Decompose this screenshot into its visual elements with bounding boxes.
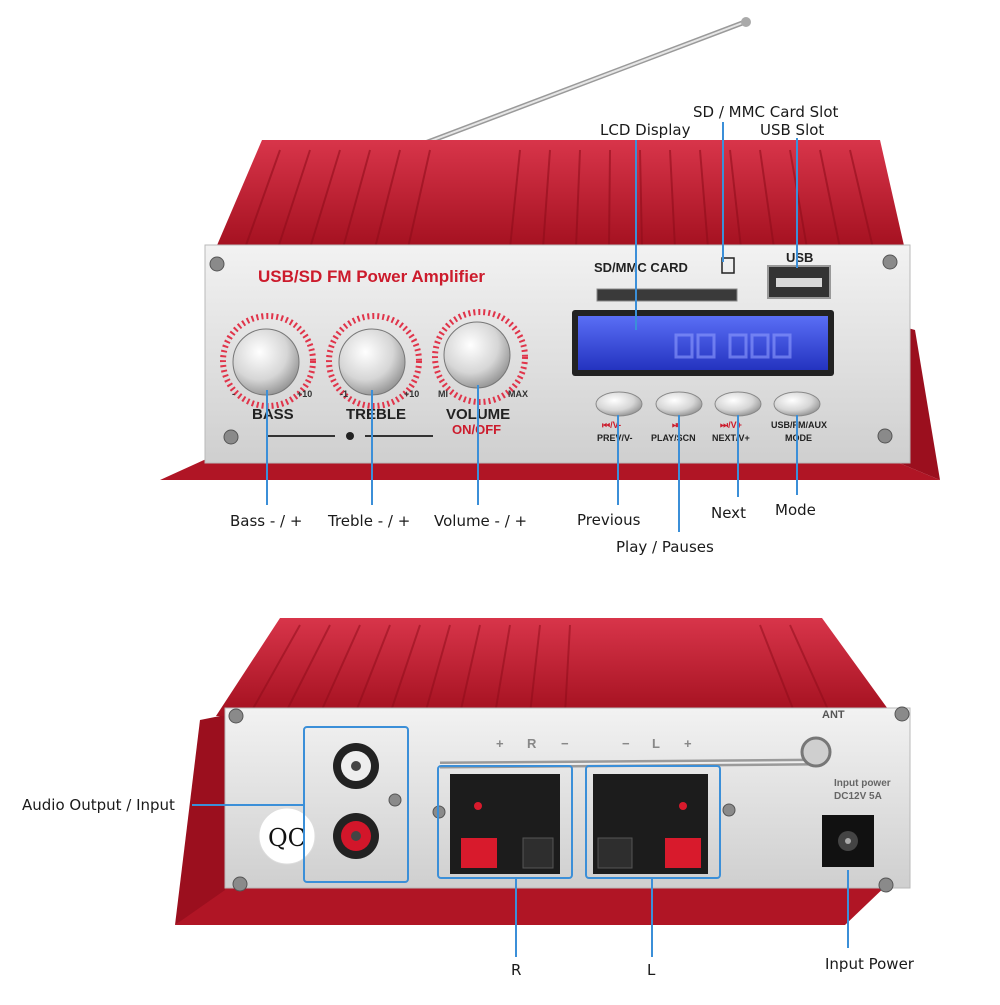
treble-knob[interactable]	[338, 328, 406, 396]
next-button[interactable]	[714, 391, 762, 417]
treble-label: TREBLE	[346, 406, 406, 423]
svg-text:L: L	[652, 736, 660, 751]
sd-card-icon	[721, 257, 735, 274]
callout-next: Next	[711, 504, 746, 522]
sd-card-slot[interactable]	[596, 288, 738, 302]
front-top-body	[215, 140, 905, 250]
svg-text:MI: MI	[438, 389, 448, 399]
svg-text:PREV/V-: PREV/V-	[597, 433, 633, 443]
bass-label: BASS	[252, 406, 294, 423]
prev-button[interactable]	[595, 391, 643, 417]
svg-text:QC: QC	[268, 824, 306, 852]
volume-knob[interactable]	[443, 321, 511, 389]
svg-text:MAX: MAX	[508, 389, 528, 399]
svg-text:NEXT/V+: NEXT/V+	[712, 433, 750, 443]
svg-text:⏯: ⏯	[672, 420, 679, 430]
power-switch-label: ON/OFF	[452, 422, 501, 437]
back-callout-lines	[192, 726, 849, 957]
power-spec-label: Input power	[834, 778, 891, 789]
svg-text:−: −	[622, 736, 630, 751]
lcd-display	[578, 316, 828, 370]
usb-label: USB	[786, 250, 813, 265]
svg-text:−: −	[561, 736, 569, 751]
back-top-body	[216, 618, 893, 716]
back-unit: QC + R − − L + ANT Input power DC12V 5A	[175, 618, 911, 925]
svg-text:PLAY/SCN: PLAY/SCN	[651, 433, 696, 443]
callout-bass: Bass - / +	[230, 512, 303, 530]
svg-text:-: -	[232, 389, 235, 399]
front-unit: USB/SD FM Power Amplifier - +10 -1 +10 M…	[160, 17, 940, 480]
play-scan-button[interactable]	[655, 391, 703, 417]
svg-text:+: +	[496, 736, 504, 751]
sd-slot-label: SD/MMC CARD	[594, 260, 688, 275]
callout-usb-slot: USB Slot	[760, 121, 825, 139]
svg-text:⏭/V+: ⏭/V+	[720, 420, 742, 430]
bass-knob[interactable]	[232, 328, 300, 396]
svg-text:+: +	[684, 736, 692, 751]
callout-sd-slot: SD / MMC Card Slot	[693, 103, 839, 121]
callout-treble: Treble - / +	[328, 512, 411, 530]
svg-text:DC12V 5A: DC12V 5A	[834, 791, 882, 802]
svg-text:+10: +10	[404, 389, 419, 399]
callout-mode: Mode	[775, 501, 816, 519]
terminal-clip-red[interactable]	[461, 838, 497, 868]
callout-input-power: Input Power	[825, 955, 914, 973]
antenna-connector[interactable]	[800, 736, 832, 768]
callout-play-pause: Play / Pauses	[616, 538, 714, 556]
front-buttons	[595, 391, 821, 417]
callout-lcd-display: LCD Display	[600, 121, 691, 139]
callout-previous: Previous	[577, 511, 641, 529]
back-panel	[224, 707, 911, 889]
back-foot	[175, 882, 890, 925]
qc-sticker	[258, 807, 316, 865]
svg-text:+10: +10	[297, 389, 312, 399]
front-callout-lines	[266, 122, 798, 532]
svg-text:⏮/V-: ⏮/V-	[602, 420, 621, 430]
antenna-label: ANT	[822, 709, 845, 721]
mode-button[interactable]	[773, 391, 821, 417]
svg-text:R: R	[527, 736, 537, 751]
callout-left-speaker: L	[647, 961, 656, 979]
callout-volume: Volume - / +	[434, 512, 528, 530]
svg-text:-1: -1	[340, 389, 348, 399]
callout-right-speaker: R	[511, 961, 522, 979]
brand-title: USB/SD FM Power Amplifier	[258, 267, 485, 286]
svg-text:MODE: MODE	[785, 433, 812, 443]
svg-text:USB/FM/AUX: USB/FM/AUX	[771, 420, 827, 430]
callout-audio-io: Audio Output / Input	[22, 796, 175, 814]
